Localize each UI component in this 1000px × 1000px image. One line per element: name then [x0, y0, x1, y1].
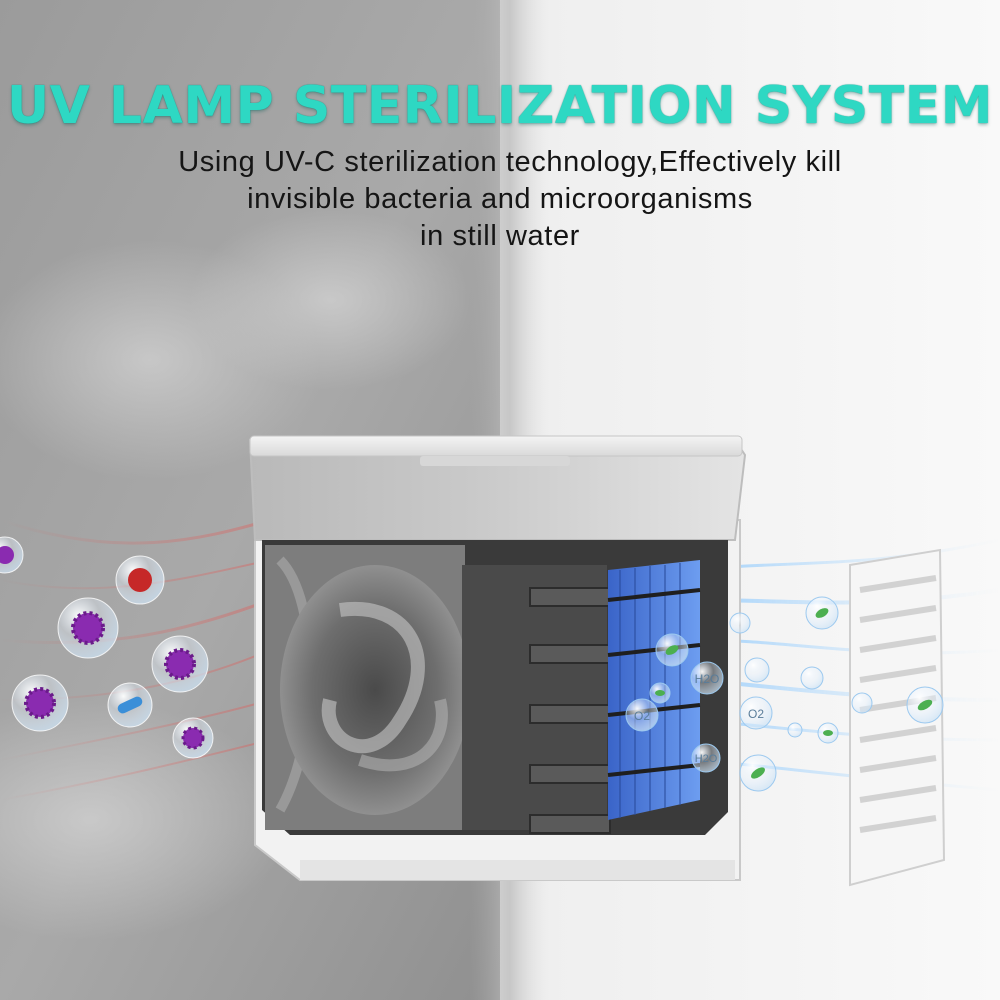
oxygen-bubble: O2 [739, 696, 773, 730]
bacillus-icon [107, 682, 153, 728]
leaf-icon [805, 596, 839, 630]
headline: UV LAMP STERILIZATION SYSTEM [6, 76, 994, 136]
fresh-air-bubbles: H2O O2 H2O O2 [625, 596, 944, 792]
water-molecule-bubble: H2O [690, 661, 724, 695]
virus-icon [0, 536, 24, 574]
leaf-icon [649, 682, 671, 704]
virus-icon [172, 717, 214, 759]
leaf-icon [739, 754, 777, 792]
virus-icon [151, 635, 209, 693]
oxygen-bubble: O2 [625, 698, 659, 732]
fan [280, 565, 470, 815]
subtitle-line-3: in still water [420, 220, 580, 252]
bubble-label: H2O [695, 753, 718, 765]
leaf-icon [906, 686, 944, 724]
air-cooler-device [248, 435, 747, 881]
leaf-icon [655, 633, 689, 667]
water-molecule-bubble: H2O [691, 743, 721, 773]
virus-icon [11, 674, 69, 732]
bacteria-icon [115, 555, 165, 605]
bubble-label: O2 [748, 707, 764, 721]
front-grille [849, 548, 946, 887]
subtitle-line-2: invisible bacteria and microorganisms [247, 183, 753, 215]
bubble-label: H2O [695, 672, 720, 686]
bacteria-bubbles [0, 536, 214, 759]
leaf-icon [817, 722, 839, 744]
bubble-label: O2 [634, 709, 650, 723]
subtitle-line-1: Using UV-C sterilization technology,Effe… [178, 146, 842, 178]
virus-icon [57, 597, 119, 659]
